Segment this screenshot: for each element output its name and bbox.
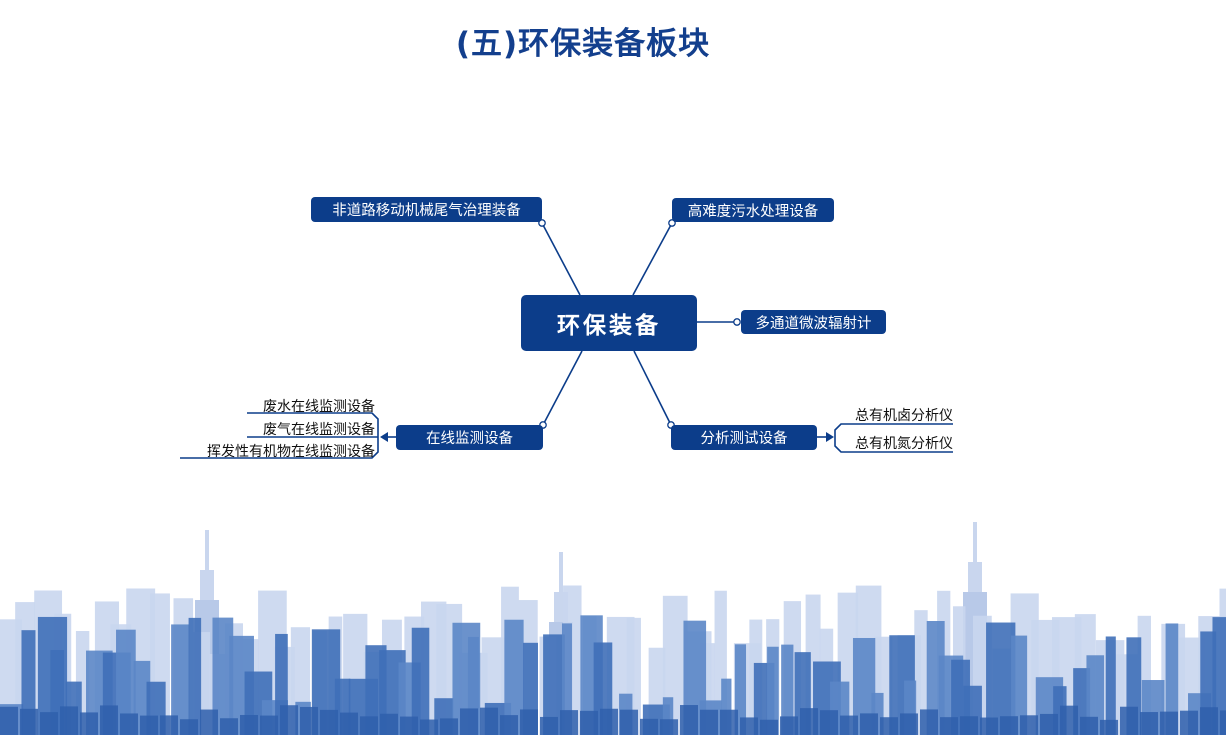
building: [767, 646, 779, 735]
building: [240, 714, 258, 735]
building: [760, 719, 778, 735]
building: [914, 610, 928, 735]
building: [780, 716, 798, 735]
building: [380, 713, 398, 735]
building: [480, 707, 498, 735]
building: [171, 624, 190, 735]
building: [0, 706, 18, 735]
building: [40, 712, 58, 735]
building: [860, 713, 878, 735]
building: [411, 627, 430, 735]
building: [80, 712, 98, 735]
center-node[interactable]: 环保装备: [521, 295, 697, 351]
building: [852, 637, 876, 735]
branch-online-monitoring[interactable]: 在线监测设备: [396, 425, 543, 450]
building: [660, 719, 678, 735]
building: [400, 716, 418, 735]
building: [188, 617, 202, 735]
building: [580, 710, 598, 735]
building: [1212, 617, 1226, 735]
building: [100, 705, 118, 735]
building: [920, 709, 938, 735]
building: [440, 718, 458, 735]
leaf-total-organic-halogen[interactable]: 总有机卤分析仪: [855, 408, 953, 424]
building: [180, 719, 198, 735]
branch-microwave-radiometer[interactable]: 多通道微波辐射计: [741, 310, 886, 334]
building: [940, 717, 958, 735]
building: [721, 678, 732, 735]
building: [360, 716, 378, 735]
page-title: (五)环保装备板块: [455, 26, 711, 62]
building: [561, 623, 572, 735]
leaf-exhaust-monitoring[interactable]: 废气在线监测设备: [263, 422, 375, 438]
building: [1011, 635, 1028, 735]
building: [781, 644, 794, 735]
building: [340, 712, 358, 735]
building: [520, 709, 538, 735]
building: [260, 715, 278, 735]
leaf-voc-monitoring[interactable]: 挥发性有机物在线监测设备: [207, 444, 375, 460]
building: [720, 709, 738, 735]
building: [1060, 705, 1078, 735]
building: [1140, 712, 1158, 735]
building: [60, 706, 78, 735]
building: [1100, 719, 1118, 735]
building: [734, 644, 747, 735]
building: [800, 708, 818, 735]
building: [740, 717, 758, 735]
building: [620, 709, 638, 735]
building: [1160, 711, 1178, 735]
building: [1120, 706, 1138, 735]
building: [1000, 716, 1018, 735]
building: [200, 709, 218, 735]
building: [1220, 710, 1226, 735]
branch-wastewater-treatment[interactable]: 高难度污水处理设备: [672, 198, 834, 222]
building: [540, 716, 558, 735]
building: [420, 719, 438, 735]
building: [116, 629, 136, 735]
building: [320, 709, 338, 735]
building: [212, 617, 234, 735]
building: [680, 705, 698, 735]
building: [900, 713, 918, 735]
building: [1200, 707, 1218, 735]
building: [600, 708, 618, 735]
building: [1080, 716, 1098, 735]
building: [1040, 713, 1058, 735]
building: [1020, 715, 1038, 735]
building: [840, 715, 858, 735]
building: [700, 709, 718, 735]
building: [160, 715, 178, 735]
building: [280, 705, 298, 735]
leaf-total-organic-nitrogen[interactable]: 总有机氮分析仪: [855, 436, 953, 452]
building: [543, 634, 565, 735]
branch-analysis-testing[interactable]: 分析测试设备: [671, 425, 817, 450]
building: [960, 716, 978, 735]
building: [500, 715, 518, 735]
building: [662, 697, 674, 735]
building: [1105, 636, 1116, 735]
building: [980, 717, 998, 735]
building: [21, 630, 36, 735]
building: [1086, 655, 1105, 735]
building: [140, 715, 158, 735]
building: [460, 708, 478, 735]
building: [20, 708, 38, 735]
building: [1165, 623, 1179, 735]
building: [220, 718, 238, 735]
building: [1180, 710, 1198, 735]
building: [120, 713, 138, 735]
building: [504, 619, 524, 735]
building: [300, 706, 318, 735]
building: [640, 718, 658, 735]
building: [880, 717, 898, 735]
branch-exhaust-treatment[interactable]: 非道路移动机械尾气治理装备: [311, 197, 542, 222]
building: [560, 710, 578, 735]
leaf-wastewater-monitoring[interactable]: 废水在线监测设备: [263, 399, 375, 415]
building: [467, 636, 479, 735]
building: [820, 710, 838, 735]
